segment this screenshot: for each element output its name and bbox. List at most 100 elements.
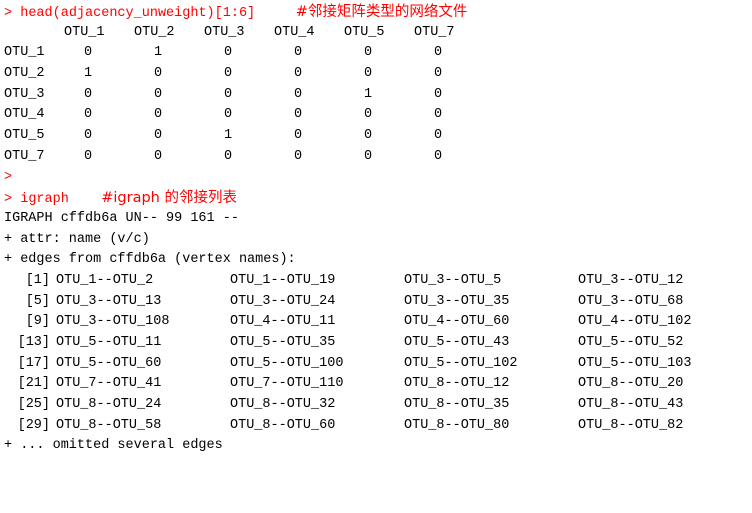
edge-entry: OTU_3--OTU_68 (578, 293, 684, 309)
matrix-cell: 0 (84, 128, 93, 144)
edge-entry: OTU_8--OTU_60 (230, 417, 336, 433)
matrix-cell: 0 (154, 86, 163, 102)
edge-entry: OTU_3--OTU_108 (56, 314, 170, 330)
matrix-cell: 0 (434, 66, 443, 82)
row-name: OTU_5 (4, 128, 45, 144)
matrix-cell: 0 (364, 107, 373, 123)
col-header: OTU_4 (274, 24, 315, 40)
matrix-cell: 0 (224, 148, 233, 164)
edge-entry: OTU_8--OTU_43 (578, 397, 684, 413)
empty-prompt-line: > (4, 168, 752, 189)
matrix-cell: 0 (294, 128, 303, 144)
matrix-cell: 1 (154, 45, 163, 61)
edge-entry: OTU_3--OTU_5 (404, 272, 502, 288)
edge-entry: OTU_3--OTU_12 (578, 272, 684, 288)
edge-row: [13] OTU_5--OTU_11 OTU_5--OTU_35 OTU_5--OTU… (4, 333, 752, 354)
matrix-cell: 0 (364, 45, 373, 61)
matrix-cell: 0 (224, 66, 233, 82)
command-line-1: > head(adjacency_unweight)[1:6] #邻接矩阵类型的… (4, 2, 752, 23)
command-code: igraph (20, 192, 69, 208)
edge-entry: OTU_7--OTU_110 (230, 376, 344, 392)
matrix-cell: 0 (364, 66, 373, 82)
col-header: OTU_5 (344, 24, 385, 40)
matrix-cell: 0 (224, 86, 233, 102)
matrix-cell: 0 (294, 66, 303, 82)
prompt-symbol: > (4, 6, 13, 21)
edge-entry: OTU_5--OTU_35 (230, 335, 336, 350)
edge-entry: OTU_1--OTU_2 (56, 272, 154, 288)
edge-entry: OTU_1--OTU_19 (230, 272, 336, 288)
matrix-row: OTU_1 0 1 0 0 0 0 (4, 43, 752, 64)
edge-row-index: [17] (17, 355, 50, 371)
command-line-2: > igraph #igraph 的邻接列表 (4, 188, 752, 209)
command-code: head(adjacency_unweight)[1:6] (20, 6, 256, 21)
command-comment: #邻接矩阵类型的网络文件 (295, 4, 468, 20)
matrix-row: OTU_3 0 0 0 0 1 0 (4, 85, 752, 106)
edge-row-index: [13] (17, 335, 50, 350)
matrix-cell: 0 (224, 107, 233, 123)
matrix-cell: 0 (84, 107, 93, 123)
matrix-cell: 0 (364, 128, 373, 144)
edge-entry: OTU_8--OTU_32 (230, 397, 336, 413)
edge-entry: OTU_7--OTU_41 (56, 376, 162, 392)
matrix-cell: 0 (154, 148, 163, 164)
matrix-cell: 0 (294, 45, 303, 61)
matrix-cell: 1 (364, 86, 373, 102)
matrix-cell: 0 (154, 128, 163, 144)
edge-row-index: [29] (17, 417, 50, 433)
col-header: OTU_7 (414, 24, 455, 40)
edge-row: [9] OTU_3--OTU_108 OTU_4--OTU_11 OTU_4--OTU… (4, 312, 752, 333)
omitted-edges-note: + ... omitted several edges (4, 438, 223, 454)
matrix-cell: 0 (434, 107, 443, 123)
matrix-cell: 0 (364, 148, 373, 164)
matrix-cell: 0 (294, 107, 303, 123)
matrix-row: OTU_4 0 0 0 0 0 0 (4, 105, 752, 126)
edge-entry: OTU_5--OTU_52 (578, 335, 684, 350)
matrix-row: OTU_7 0 0 0 0 0 0 (4, 147, 752, 168)
matrix-cell: 0 (434, 148, 443, 164)
matrix-cell: 0 (84, 148, 93, 164)
matrix-cell: 0 (154, 107, 163, 123)
matrix-cell: 0 (224, 45, 233, 61)
row-name: OTU_1 (4, 45, 45, 61)
edge-entry: OTU_5--OTU_11 (56, 335, 162, 350)
edge-row-index: [21] (17, 376, 50, 392)
edge-entry: OTU_5--OTU_43 (404, 335, 510, 350)
matrix-cell: 1 (224, 128, 233, 144)
edge-entry: OTU_8--OTU_24 (56, 397, 162, 413)
edge-row-index: [9] (25, 314, 50, 330)
matrix-cell: 0 (434, 45, 443, 61)
row-name: OTU_7 (4, 148, 45, 164)
edge-entry: OTU_4--OTU_11 (230, 314, 336, 330)
edge-row-index: [5] (25, 293, 50, 309)
row-name: OTU_2 (4, 66, 45, 82)
edge-entry: OTU_4--OTU_102 (578, 314, 692, 330)
matrix-row: OTU_5 0 0 1 0 0 0 (4, 126, 752, 147)
matrix-cell: 0 (84, 45, 93, 61)
edge-entry: OTU_5--OTU_103 (578, 355, 692, 371)
matrix-cell: 0 (434, 128, 443, 144)
edge-row: [25] OTU_8--OTU_24 OTU_8--OTU_32 OTU_8--OTU… (4, 395, 752, 416)
edge-entry: OTU_8--OTU_58 (56, 417, 162, 433)
matrix-cell: 0 (434, 86, 443, 102)
edge-row-index: [25] (17, 397, 50, 413)
matrix-cell: 1 (84, 66, 93, 82)
command-comment: #igraph 的邻接列表 (101, 190, 237, 207)
edge-entry: OTU_3--OTU_35 (404, 293, 510, 309)
matrix-cell: 0 (294, 86, 303, 102)
matrix-cell: 0 (294, 148, 303, 164)
row-name: OTU_4 (4, 107, 45, 123)
row-name: OTU_3 (4, 86, 45, 102)
edge-entry: OTU_5--OTU_102 (404, 355, 518, 371)
edge-entry: OTU_3--OTU_13 (56, 293, 162, 309)
col-header: OTU_1 (64, 24, 105, 40)
igraph-header: IGRAPH cffdb6a UN-- 99 161 -- (4, 210, 239, 226)
matrix-cell: 0 (84, 86, 93, 102)
